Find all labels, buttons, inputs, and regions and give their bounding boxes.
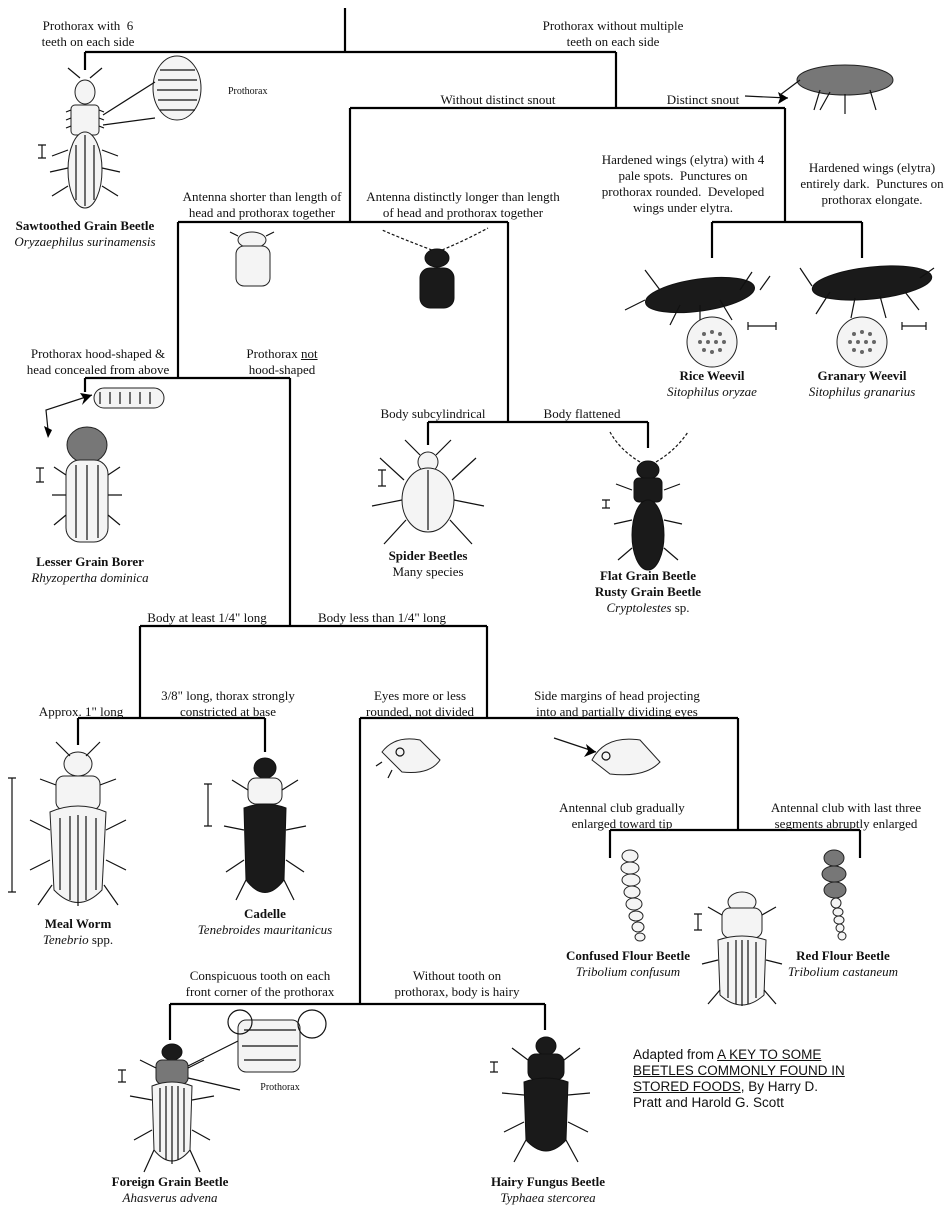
- label-club-abrupt: Antennal club with last three segments a…: [771, 800, 921, 832]
- label-prothorax-inset-bottom: Prothorax: [260, 1080, 299, 1096]
- label-prothorax-inset-top: Prothorax: [228, 84, 267, 100]
- confused-flour-antenna-illustration: [621, 850, 645, 941]
- rice-weevil-illustration: [625, 270, 776, 367]
- label-side-margins-eyes: Side margins of head projecting into and…: [534, 688, 700, 720]
- long-antenna-illustration: [382, 228, 488, 308]
- label-subcylindrical: Body subcylindrical: [380, 406, 485, 422]
- flat-grain-beetle-illustration: [602, 432, 688, 570]
- lesser-grain-borer-illustration: [36, 388, 164, 542]
- spider-beetle-illustration: [372, 440, 484, 544]
- label-prothorax-6-teeth: Prothorax with 6 teeth on each side: [42, 18, 135, 50]
- label-three-eighths-inch: 3/8" long, thorax strongly constricted a…: [161, 688, 295, 720]
- label-hood-shaped: Prothorax hood-shaped & head concealed f…: [27, 346, 170, 378]
- weevil-snout-illustration: [745, 65, 893, 114]
- label-without-snout: Without distinct snout: [440, 92, 555, 108]
- label-club-gradual: Antennal club gradually enlarged toward …: [559, 800, 685, 832]
- flour-beetle-illustration: [694, 892, 782, 1006]
- rounded-eye-head-illustration: [376, 739, 440, 778]
- label-antenna-shorter: Antenna shorter than length of head and …: [183, 189, 342, 221]
- label-at-least-quarter-inch: Body at least 1/4" long: [147, 610, 266, 626]
- label-rice-weevil-desc: Hardened wings (elytra) with 4 pale spot…: [602, 152, 764, 216]
- granary-weevil-illustration: [800, 261, 934, 367]
- label-antenna-longer: Antenna distinctly longer than length of…: [366, 189, 560, 221]
- sawtoothed-grain-beetle-illustration: [38, 56, 201, 208]
- label-flattened: Body flattened: [544, 406, 621, 422]
- source-credit: Adapted from A KEY TO SOME BEETLES COMMO…: [633, 1047, 848, 1111]
- label-conspicuous-tooth: Conspicuous tooth on each front corner o…: [186, 968, 335, 1000]
- short-antenna-illustration: [230, 232, 274, 286]
- label-granary-weevil-desc: Hardened wings (elytra) entirely dark. P…: [800, 160, 943, 208]
- red-flour-antenna-illustration: [822, 850, 846, 940]
- label-without-tooth: Without tooth on prothorax, body is hair…: [395, 968, 520, 1000]
- hairy-fungus-beetle-illustration: [490, 1037, 590, 1162]
- label-less-than-quarter-inch: Body less than 1/4" long: [318, 610, 446, 626]
- cadelle-illustration: [204, 758, 306, 900]
- divided-eye-head-illustration: [554, 738, 660, 775]
- label-not-hood-shaped: Prothorax not hood-shaped: [246, 346, 317, 378]
- label-prothorax-no-teeth: Prothorax without multiple teeth on each…: [543, 18, 684, 50]
- meal-worm-illustration: [8, 742, 126, 906]
- label-eyes-rounded: Eyes more or less rounded, not divided: [366, 688, 474, 720]
- label-distinct-snout: Distinct snout: [667, 92, 740, 108]
- label-approx-1-inch: Approx. 1" long: [39, 704, 123, 720]
